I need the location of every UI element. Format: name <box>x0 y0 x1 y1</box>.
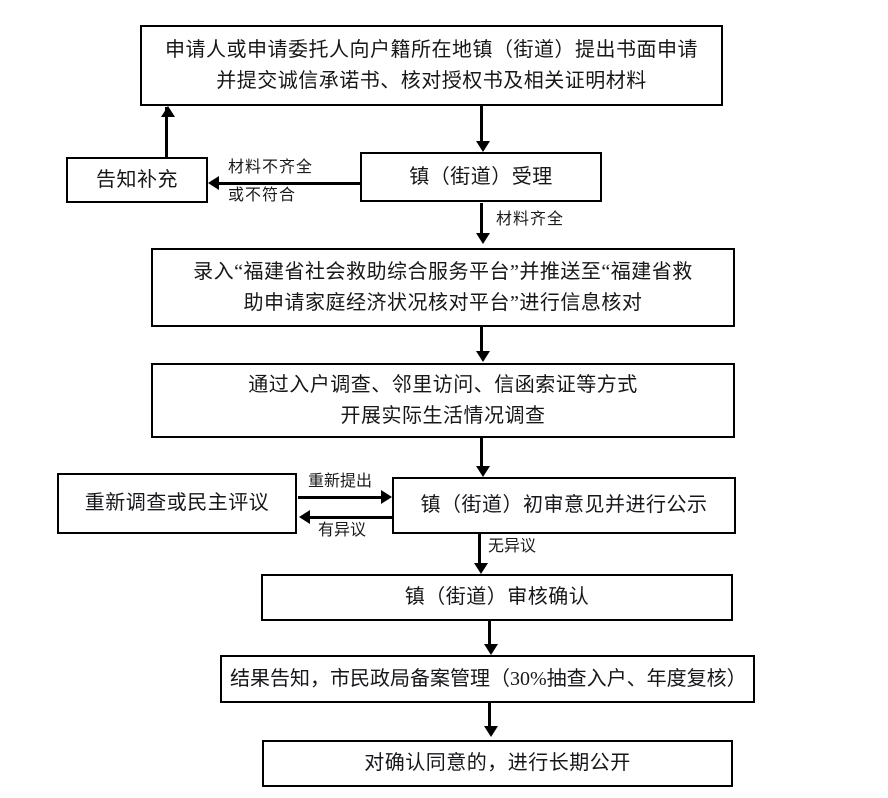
connector-result-to-public <box>488 703 491 727</box>
edge-label-has-objection: 有异议 <box>318 522 367 539</box>
connector-platform-to-investigation <box>480 327 483 352</box>
arrowhead-review-to-confirm <box>474 563 488 574</box>
node-investigation: 通过入户调查、邻里访问、信函索证等方式 开展实际生活情况调查 <box>151 363 735 438</box>
connector-investigation-to-review <box>480 438 483 466</box>
node-notify-supplement-label: 告知补充 <box>96 168 178 191</box>
node-preliminary-review: 镇（街道）初审意见并进行公示 <box>392 477 736 534</box>
node-long-term-public: 对确认同意的，进行长期公开 <box>262 740 733 787</box>
node-town-accept-label: 镇（街道）受理 <box>409 165 553 188</box>
node-result-notice-label: 结果告知，市民政局备案管理（30%抽查入户、年度复核） <box>230 667 747 690</box>
arrowhead-investigation-to-review <box>476 466 490 477</box>
arrowhead-accept-to-supplement <box>208 176 219 190</box>
arrowhead-review-to-reinvestigate <box>299 510 310 524</box>
connector-apply-to-accept <box>480 106 483 142</box>
connector-confirm-to-result <box>488 621 491 645</box>
edge-label-no-objection: 无异议 <box>488 538 537 555</box>
node-preliminary-review-label: 镇（街道）初审意见并进行公示 <box>420 494 708 516</box>
node-result-notice: 结果告知，市民政局备案管理（30%抽查入户、年度复核） <box>220 655 755 703</box>
edge-label-incomplete-materials-line2: 或不符合 <box>228 187 297 204</box>
node-apply: 申请人或申请委托人向户籍所在地镇（街道）提出书面申请 并提交诚信承诺书、核对授权… <box>140 25 723 106</box>
arrowhead-supplement-to-apply <box>161 106 175 117</box>
node-investigation-label: 通过入户调查、邻里访问、信函索证等方式 开展实际生活情况调查 <box>248 373 638 427</box>
node-reinvestigate-label: 重新调查或民主评议 <box>84 492 270 514</box>
edge-label-materials-complete: 材料齐全 <box>496 211 565 228</box>
connector-reinvestigate-to-review <box>298 496 381 499</box>
arrowhead-accept-to-platform <box>476 233 490 244</box>
connector-review-to-confirm <box>478 534 481 564</box>
connector-accept-to-platform <box>480 203 483 234</box>
arrowhead-reinvestigate-to-review <box>381 490 392 504</box>
node-platform-entry-label: 录入“福建省社会救助综合服务平台”并推送至“福建省救 助申请家庭经济状况核对平台… <box>193 260 693 314</box>
connector-accept-to-supplement <box>219 182 360 185</box>
node-town-confirm-label: 镇（街道）审核确认 <box>404 586 590 608</box>
node-town-confirm: 镇（街道）审核确认 <box>261 574 733 621</box>
edge-label-resubmit: 重新提出 <box>308 473 373 490</box>
node-town-accept: 镇（街道）受理 <box>360 152 602 202</box>
arrowhead-apply-to-accept <box>476 141 490 152</box>
arrowhead-result-to-public <box>484 726 498 737</box>
node-platform-entry: 录入“福建省社会救助综合服务平台”并推送至“福建省救 助申请家庭经济状况核对平台… <box>151 248 735 327</box>
node-apply-label: 申请人或申请委托人向户籍所在地镇（街道）提出书面申请 并提交诚信承诺书、核对授权… <box>165 38 698 92</box>
connector-review-to-reinvestigate <box>310 516 392 519</box>
arrowhead-confirm-to-result <box>484 644 498 655</box>
connector-supplement-to-apply <box>165 107 168 158</box>
node-long-term-public-label: 对确认同意的，进行长期公开 <box>364 752 631 774</box>
node-notify-supplement: 告知补充 <box>66 157 208 203</box>
edge-label-incomplete-materials-line1: 材料不齐全 <box>228 159 314 176</box>
node-reinvestigate: 重新调查或民主评议 <box>57 473 297 534</box>
arrowhead-platform-to-investigation <box>476 351 490 362</box>
